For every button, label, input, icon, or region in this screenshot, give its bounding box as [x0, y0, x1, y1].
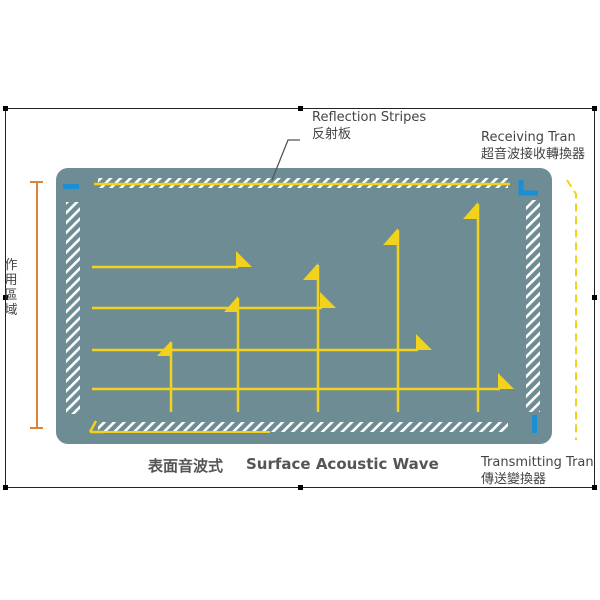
frame-handle-mr[interactable]: [592, 295, 597, 300]
reflection-stripes-label-zh: 反射板: [312, 127, 352, 142]
flag-icon: [463, 202, 478, 219]
reflection-stripes-label: Reflection Stripes: [312, 110, 427, 125]
outer-wave-dashed: [566, 179, 577, 440]
caption-en: Surface Acoustic Wave: [246, 455, 439, 473]
receiving-transducer-label: Receiving Tran: [481, 130, 576, 145]
active-area-label: 作用區域: [4, 258, 18, 318]
reflection-stripes-bottom: [98, 422, 508, 432]
frame-handle-bl[interactable]: [3, 485, 8, 490]
flag-icon: [303, 263, 318, 280]
transmitting-transducer-label-zh: 傳送變換器: [481, 472, 547, 487]
arrowhead-icon: [320, 292, 336, 308]
reflection-stripes-right: [526, 200, 540, 412]
active-area-bracket: [30, 181, 43, 429]
transmitting-transducer-icon: [532, 415, 537, 433]
arrowhead-icon: [416, 334, 432, 350]
receiving-transducer-label-zh: 超音波接收轉換器: [481, 147, 586, 162]
transmitting-transducer-label: Transmitting Tran: [481, 455, 594, 470]
arrowhead-icon: [498, 373, 514, 389]
wave-bottom-corner: [88, 420, 104, 434]
frame-handle-br[interactable]: [592, 485, 597, 490]
receiving-transducer-corner-icon: [518, 180, 538, 196]
frame-handle-tl[interactable]: [3, 106, 8, 111]
caption-zh: 表面音波式: [148, 457, 224, 475]
arrowhead-icon: [236, 251, 252, 267]
frame-handle-tr[interactable]: [592, 106, 597, 111]
frame-handle-tm[interactable]: [298, 106, 303, 111]
frame-handle-bm[interactable]: [298, 485, 303, 490]
transducer-top-left-icon: [63, 184, 79, 189]
flag-icon: [383, 228, 398, 245]
touch-panel: [56, 168, 552, 444]
flag-icon: [224, 296, 238, 312]
reflection-stripes-left: [66, 202, 80, 414]
reflection-leader-line: [271, 139, 300, 181]
frame-handle-ml[interactable]: [3, 295, 8, 300]
flag-icon: [157, 341, 171, 356]
